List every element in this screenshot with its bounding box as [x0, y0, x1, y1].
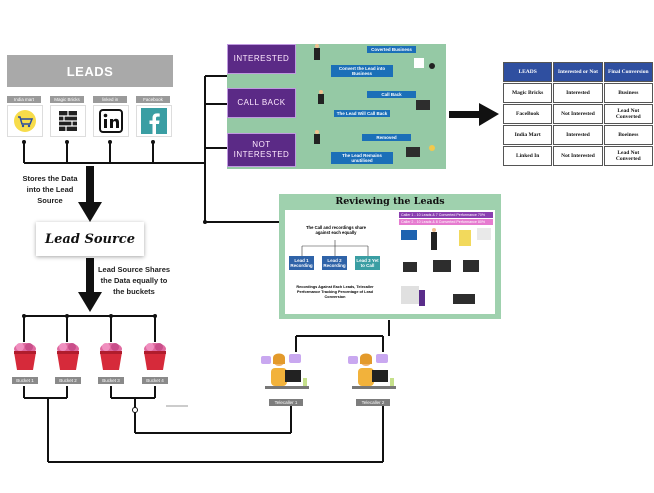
bucket-3: Bucket 3	[98, 342, 124, 384]
bucket-icon	[144, 343, 166, 370]
table-cell: FaceBook	[503, 104, 553, 124]
table-cell: Linked In	[503, 146, 553, 166]
bucket-label: Bucket 3	[98, 377, 124, 384]
telecaller-2: Telecaller 2	[346, 350, 400, 406]
review-title: Reviewing the Leads	[335, 196, 445, 207]
review-footer: Recordings Against Each Leads, Telecalle…	[296, 285, 374, 299]
linkedin-icon	[93, 105, 129, 137]
table-header-row: LEADS Interested or Not Final Conversion	[503, 62, 653, 82]
status-card: Removed	[362, 134, 411, 141]
bucket-label: Bucket 2	[55, 377, 81, 384]
table-cell: Lead Not Converted	[603, 104, 653, 124]
table-cell: Interested	[553, 125, 603, 145]
table-row: Linked In Not Interested Lead Not Conver…	[503, 146, 653, 166]
table-cell: Boeiness	[603, 125, 653, 145]
telecaller-1: Telecaller 1	[259, 350, 313, 406]
lead-3-box: Lead 3 Yet to Call	[355, 256, 380, 270]
bucket-1: Bucket 1	[12, 342, 38, 384]
telecaller-icon	[348, 353, 396, 389]
bucket-label: Bucket 4	[142, 377, 168, 384]
status-card: Coverted Business	[367, 46, 416, 53]
table-cell: Not Interested	[553, 146, 603, 166]
table-row: India Mart Interested Boeiness	[503, 125, 653, 145]
table-header: Final Conversion	[603, 62, 653, 82]
conversion-table: LEADS Interested or Not Final Conversion…	[502, 61, 654, 167]
worker-figure	[314, 44, 320, 60]
status-card: The Lead Remains unutilised	[331, 152, 393, 164]
status-call-back: CALL BACK	[227, 88, 296, 118]
stores-text: Stores the Data into the Lead Source	[22, 174, 78, 205]
bucket-4: Bucket 4	[142, 342, 168, 384]
lead-1-box: Lead 1 Recording	[289, 256, 314, 270]
telecaller-icon	[261, 353, 309, 389]
status-not-interested: NOT INTERESTED	[227, 133, 296, 167]
table-cell: Magic Bricks	[503, 83, 553, 103]
table-cell: India Mart	[503, 125, 553, 145]
bucket-2: Bucket 2	[55, 342, 81, 384]
telecaller-label: Telecaller 2	[356, 399, 390, 406]
status-illustrations	[314, 44, 435, 157]
status-card: Call Back	[367, 91, 416, 98]
table-header: Interested or Not	[553, 62, 603, 82]
telecaller-label: Telecaller 1	[269, 399, 303, 406]
caller-1-performance: Caller 1 - 10 Leads & 7 Converted Perfor…	[399, 212, 493, 218]
table-header: LEADS	[503, 62, 553, 82]
table-cell: Lead Not Converted	[603, 146, 653, 166]
shares-text: Lead Source Shares the Data equally to t…	[97, 265, 171, 296]
source-linkedin: linked in	[93, 96, 129, 137]
status-interested: INTERESTED	[227, 44, 296, 74]
worker-figure	[314, 130, 320, 144]
source-india-mart: India mart	[7, 96, 43, 137]
lead-2-box: Lead 2 Recording	[322, 256, 347, 270]
table-row: Magic Bricks Interested Business	[503, 83, 653, 103]
review-illustrations	[401, 228, 491, 306]
leads-header: LEADS	[7, 55, 173, 87]
source-magic-bricks: Magic Bricks	[50, 96, 86, 137]
worker-figure	[318, 90, 324, 104]
facebook-icon	[136, 105, 172, 137]
source-label: Magic Bricks	[50, 96, 84, 103]
table-cell: Interested	[553, 83, 603, 103]
share-text: The Call and recordings share against ea…	[305, 225, 367, 235]
source-label: India mart	[7, 96, 41, 103]
table-row: FaceBook Not Interested Lead Not Convert…	[503, 104, 653, 124]
bucket-label: Bucket 1	[12, 377, 38, 384]
review-tree-lines	[301, 240, 369, 256]
bucket-icon	[57, 343, 79, 370]
bucket-icon	[100, 343, 122, 370]
status-card: Convert the Lead into Business	[331, 65, 393, 77]
source-label: linked in	[93, 96, 127, 103]
lead-source-box: Lead Source	[36, 222, 144, 256]
bricks-icon	[50, 105, 86, 137]
pie-icon	[429, 63, 435, 69]
caller-2-performance: Caller 2 - 10 Leads & 8 Converted Perfor…	[399, 219, 493, 225]
source-facebook: Facebook	[136, 96, 172, 137]
cart-icon	[7, 105, 43, 137]
status-card: The Lead Will Call Back	[334, 110, 390, 117]
bucket-icon	[14, 343, 36, 370]
table-cell: Business	[603, 83, 653, 103]
table-cell: Not Interested	[553, 104, 603, 124]
source-label: Facebook	[136, 96, 170, 103]
